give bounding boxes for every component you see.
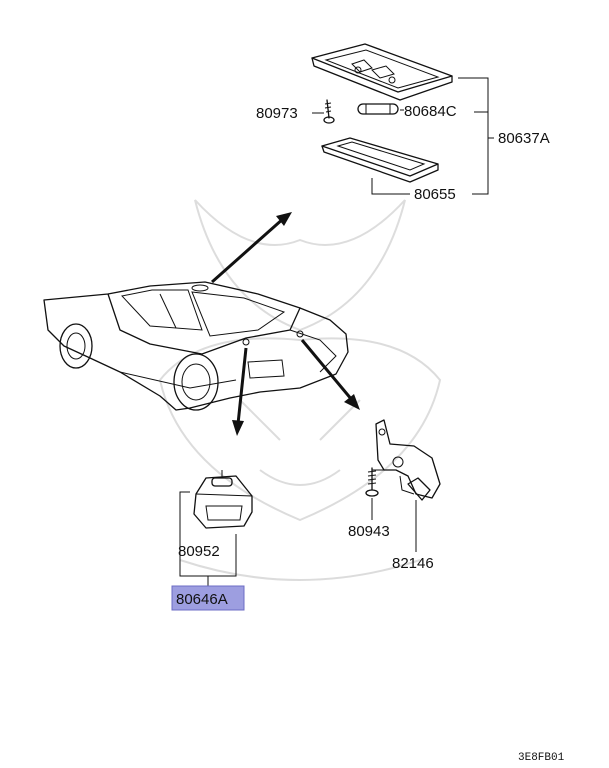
arrow-to-trunk-switch [300,339,360,410]
trunk-switch-icon [375,419,441,501]
part-80973[interactable]: 80973 [256,105,298,122]
car-body [43,281,349,411]
lens-80655-icon [321,137,439,183]
part-80952[interactable]: 80952 [178,543,220,560]
arrow-to-dome-lamp [211,212,292,284]
part-80637A[interactable]: 80637A [498,130,550,147]
leader-80655 [371,178,410,195]
part-80646A[interactable]: 80646A [176,591,228,608]
dome-lamp-housing [311,43,453,101]
part-82146[interactable]: 82146 [392,555,434,572]
bracket-80646A [179,491,237,586]
screw-80973-icon [323,99,335,124]
part-80655[interactable]: 80655 [414,186,456,203]
bracket-80637A [458,77,494,195]
highlight-80646A [171,585,245,611]
diagram-code: 3E8FB01 [518,752,565,764]
bulb-80684C-icon [357,103,399,115]
part-80943[interactable]: 80943 [348,523,390,540]
part-80684C[interactable]: 80684C [404,103,457,120]
arrow-to-license-lamp [232,347,248,436]
screw-80943-icon [365,467,384,497]
license-lamp-icon [193,470,253,529]
